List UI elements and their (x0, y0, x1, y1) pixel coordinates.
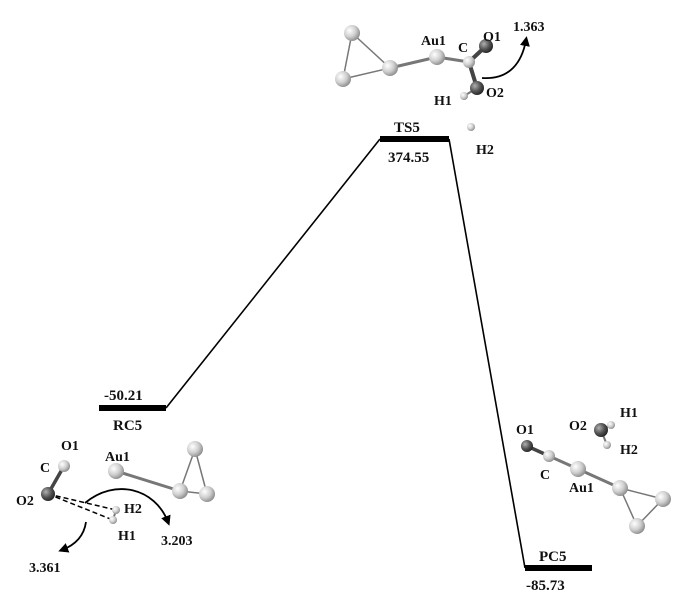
pc5-au1-atom (570, 461, 586, 477)
pc5-o2-atom (594, 423, 608, 437)
ts5-cluster-atom (344, 25, 360, 41)
rc5-o1-atom (58, 460, 70, 472)
rc5-h2-distance-arrow (84, 488, 171, 526)
rc5-cluster-atom (172, 483, 188, 499)
ts5-o2-label: O2 (486, 86, 504, 101)
rc5-cluster-atom (199, 486, 215, 502)
ts5-h2-atom (467, 123, 475, 131)
pc5-h1-atom (607, 421, 615, 429)
rc5-cluster-atom (187, 441, 203, 457)
rc5-h1-label: H1 (118, 529, 136, 544)
ts5-au1-label: Au1 (421, 34, 446, 49)
ts5-name-label: TS5 (394, 120, 420, 136)
ts5-h2-label: H2 (476, 143, 494, 158)
pc5-c-label: C (540, 468, 550, 483)
pc5-o1-atom (521, 440, 533, 452)
rc5-ts5-connector (165, 138, 381, 409)
pc5-name-label: PC5 (539, 549, 567, 565)
ts5-o2-atom (470, 81, 484, 95)
pc5-h2-atom (603, 441, 611, 449)
pc5-o1-label: O1 (516, 423, 534, 438)
rc5-h1-atom (109, 516, 117, 524)
ts5-cluster-atom (382, 60, 398, 76)
rc5-au1-atom (108, 463, 124, 479)
rc5-h2-atom (112, 506, 120, 514)
rc5-structure: O1 C O2 Au1 H2 H1 3.203 3.361 (16, 439, 215, 576)
pc5-au1-label: Au1 (569, 481, 594, 496)
pc5-cluster-atom (612, 480, 628, 496)
ts5-c-label: C (458, 41, 468, 56)
ts5-o1-label: O1 (483, 30, 501, 45)
rc5-o2-h1-distance: 3.361 (29, 561, 61, 576)
rc5-au1-label: Au1 (105, 450, 130, 465)
ts5-pc5-connector (448, 138, 526, 569)
pc5-cluster-atom (655, 491, 671, 507)
rc5-name-label: RC5 (113, 418, 142, 434)
pc5-o2-label: O2 (569, 419, 587, 434)
rc5-energy-label: -50.21 (104, 388, 143, 404)
rc5-o2-label: O2 (16, 494, 34, 509)
ts5-structure: Au1 C O1 O2 H1 H2 1.363 (335, 20, 545, 158)
rc5-o2-h2-distance: 3.203 (161, 534, 193, 549)
pc5-h1-label: H1 (620, 406, 638, 421)
ts5-cluster-atom (335, 71, 351, 87)
ts5-o1-atom (479, 39, 493, 53)
pc5-structure: O1 C Au1 O2 H1 H2 (516, 406, 671, 534)
ts5-h1-atom (460, 92, 468, 100)
ts5-c-o2-distance: 1.363 (513, 20, 545, 35)
rc5-c-atom (41, 487, 55, 501)
rc5-h2-label: H2 (124, 502, 142, 517)
pc5-cluster-atom (629, 518, 645, 534)
rc5-c-label: C (40, 461, 50, 476)
pc5-c-atom (543, 450, 555, 462)
pc5-h2-label: H2 (620, 443, 638, 458)
pc5-energy-label: -85.73 (526, 578, 565, 594)
rc5-h1-distance-arrow (58, 521, 87, 553)
ts5-distance-arrow (481, 36, 530, 79)
ts5-energy-label: 374.55 (388, 150, 429, 166)
ts5-au1-atom (429, 49, 445, 65)
rc5-o1-label: O1 (61, 439, 79, 454)
ts5-h1-label: H1 (434, 94, 452, 109)
ts5-c-atom (463, 56, 475, 68)
